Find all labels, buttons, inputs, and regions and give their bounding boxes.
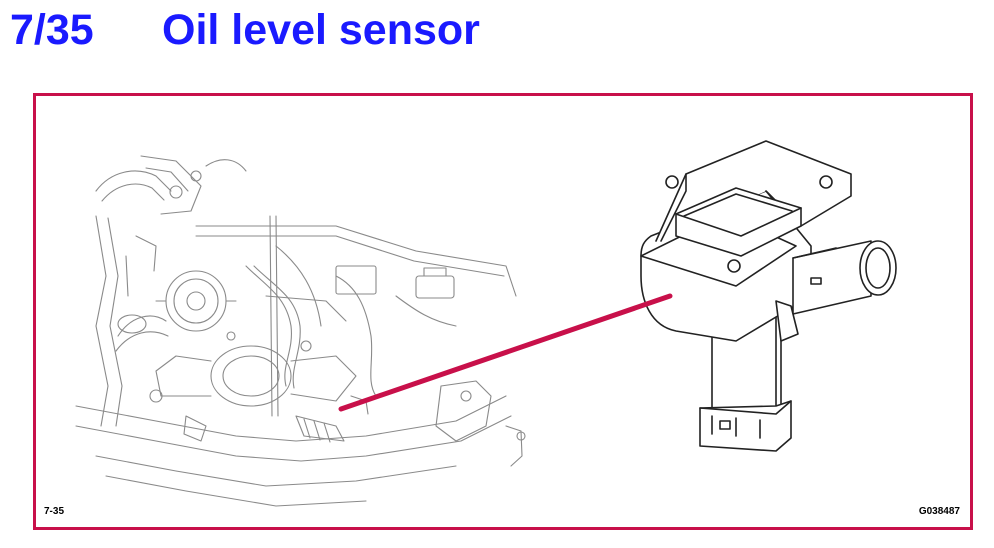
figure-frame: 7-35 G038487 [33,93,973,530]
page-title: Oil level sensor [162,6,480,54]
engine-bay-illustration [75,155,526,507]
section-number: 7/35 [10,6,94,54]
figure-number: 7-35 [44,506,65,517]
illustration [75,140,897,507]
oil-level-sensor-drawing [640,140,897,452]
pointer-line [338,293,673,412]
reference-code: G038487 [918,506,960,517]
